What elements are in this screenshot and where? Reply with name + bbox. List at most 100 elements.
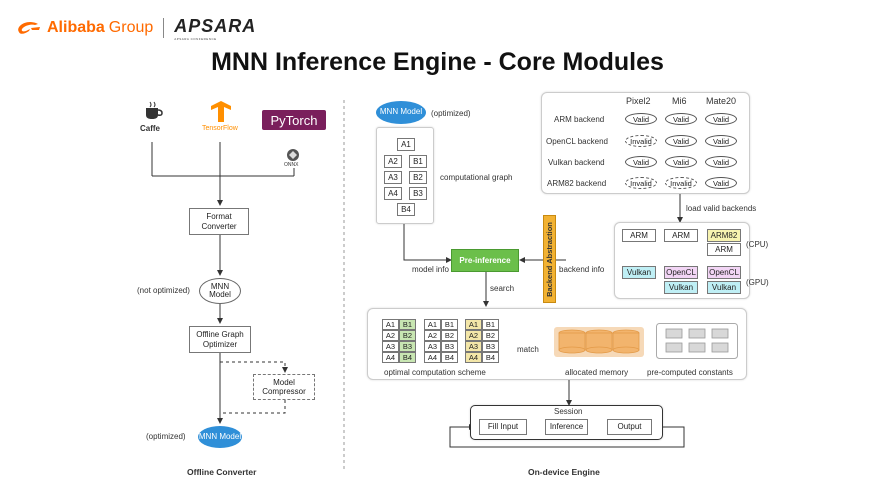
validity-badge: Invalid [625,135,657,147]
page-title: MNN Inference Engine - Core Modules [211,48,664,76]
device-header: Mi6 [672,96,687,106]
scheme-cell: A3 [424,341,441,352]
scheme-cell: A2 [424,330,441,341]
gpu-backend-cell: OpenCL [664,266,698,279]
pytorch-label: PyTorch [270,112,318,128]
offline-converter-caption: Offline Converter [187,467,257,477]
gpu-backend-cell: Vulkan [664,281,698,294]
scheme-cell: B4 [482,352,499,363]
backend-row-label: ARM backend [554,115,605,124]
backend-row-label: Vulkan backend [548,158,605,167]
backend-abstraction-label: Backend Abstraction [545,221,554,297]
graph-node: B4 [397,203,415,216]
graph-node: B3 [409,187,427,200]
gpu-label: (GPU) [746,278,769,287]
fill-input-box: Fill Input [479,419,527,435]
caffe-label: Caffe [140,124,161,133]
scheme-cell: B2 [482,330,499,341]
backend-row-label: ARM82 backend [547,179,607,188]
graph-node: A3 [384,171,402,184]
search-label: search [490,284,515,293]
tensorflow-label: TensorFlow [202,125,238,132]
optimized-label-right: (optimized) [431,109,471,118]
brand-name: Alibaba [47,19,105,36]
cpu-backend-cell: ARM [622,229,656,242]
session-label: Session [554,407,583,416]
validity-badge: Valid [665,156,697,168]
computational-graph-label: computational graph [440,173,513,182]
validity-badge: Valid [705,135,737,147]
scheme-cell: A2 [465,330,482,341]
graph-node: A4 [384,187,402,200]
validity-badge: Valid [705,156,737,168]
partner-name: APSARA [174,15,257,36]
brand-divider [163,18,165,38]
validity-badge: Valid [705,177,737,189]
model-compressor-box: Model Compressor [253,374,315,400]
format-converter-box: Format Converter [189,208,249,235]
backend-row-label: OpenCL backend [546,137,608,146]
offline-graph-optimizer-box: Offline Graph Optimizer [189,326,251,353]
validity-badge: Valid [705,113,737,125]
mnn-model-optimized-right: MNN Model [376,101,426,124]
device-header: Pixel2 [626,96,651,106]
scheme-cell: A4 [382,352,399,363]
brand-group: Group [108,19,154,36]
model-info-label: model info [412,265,449,274]
device-header: Mate20 [706,96,737,106]
allocated-memory-label: allocated memory [565,368,629,377]
graph-node: A2 [384,155,402,168]
scheme-cell: A3 [382,341,399,352]
partner-sub: APSARA CONFERENCE [174,36,217,41]
validity-badge: Invalid [625,177,657,189]
cpu-label: (CPU) [746,240,769,249]
brand-bar: Alibaba Group APSARA APSARA CONFERENCE [16,14,256,42]
backend-abstraction-bar: Backend Abstraction [543,215,556,303]
optimized-label-left: (optimized) [146,432,186,441]
load-valid-backends-label: load valid backends [686,204,757,213]
scheme-cell: B4 [441,352,458,363]
scheme-cell: B3 [441,341,458,352]
pre-inference-box: Pre-inference [451,249,519,272]
mnn-model-optimized-ellipse: MNN Model [198,426,242,448]
graph-node: A1 [397,138,415,151]
scheme-cell: B2 [441,330,458,341]
graph-node: B2 [409,171,427,184]
scheme-cell: A4 [424,352,441,363]
gpu-backend-cell: OpenCL [707,266,741,279]
precomputed-constants-icon [656,323,738,359]
onnx-label: ONNX [284,162,299,168]
on-device-engine-caption: On-device Engine [528,467,600,477]
graph-node: B1 [409,155,427,168]
validity-badge: Valid [665,113,697,125]
not-optimized-label: (not optimized) [137,286,190,295]
scheme-cell: B2 [399,330,416,341]
scheme-cell: A4 [465,352,482,363]
scheme-cell: A2 [382,330,399,341]
validity-badge: Invalid [665,177,697,189]
validity-badge: Valid [625,156,657,168]
mnn-model-ellipse: MNN Model [199,278,241,304]
scheme-grid-2: A1 B1 A2 B2 A3 B3 A4 B4 [424,319,458,363]
gpu-backend-cell: Vulkan [622,266,656,279]
validity-badge: Valid [625,113,657,125]
scheme-cell: A3 [465,341,482,352]
scheme-cell: A1 [424,319,441,330]
caffe-icon [142,100,164,122]
scheme-cell: B4 [399,352,416,363]
scheme-cell: B3 [399,341,416,352]
scheme-cell: A1 [382,319,399,330]
scheme-cell: B1 [399,319,416,330]
scheme-cell: B1 [482,319,499,330]
scheme-grid-1: A1 B1 A2 B2 A3 B3 A4 B4 [382,319,416,363]
cpu-backend-cell: ARM82 [707,229,741,242]
output-box: Output [607,419,652,435]
optimal-scheme-label: optimal computation scheme [384,368,486,377]
partner-logo: APSARA APSARA CONFERENCE [174,16,256,41]
scheme-cell: B1 [441,319,458,330]
gpu-backend-cell: Vulkan [707,281,741,294]
pytorch-logo: PyTorch [262,110,326,130]
scheme-cell: A1 [465,319,482,330]
scheme-cell: B3 [482,341,499,352]
inference-box: Inference [545,419,588,435]
